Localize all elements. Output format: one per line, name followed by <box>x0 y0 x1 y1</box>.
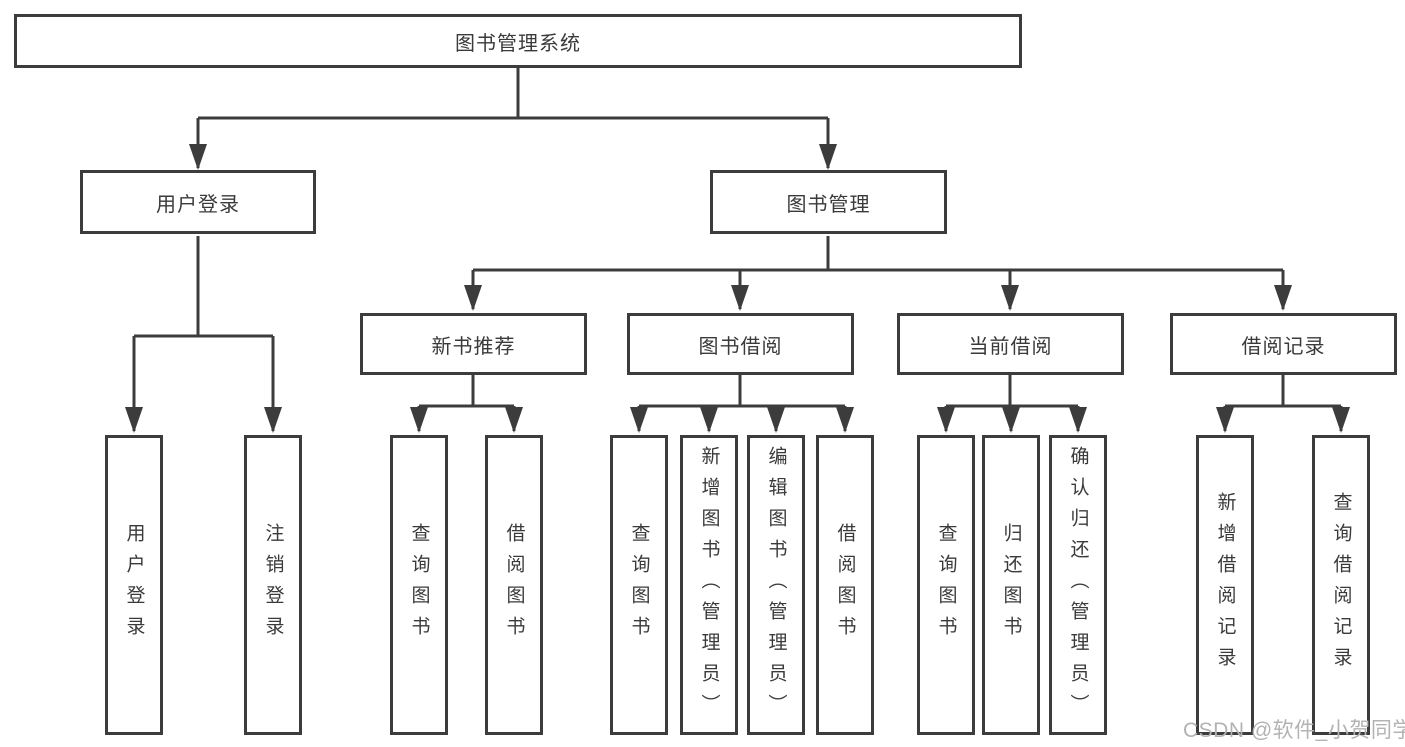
leaf-label: 注销登录 <box>262 523 284 647</box>
leaf-label: 查询图书 <box>628 523 650 647</box>
leaf-label: 用户登录 <box>123 523 145 647</box>
node-library-management-system: 图书管理系统 <box>14 14 1022 68</box>
leaf-query-books-current: 查询图书 <box>917 435 975 735</box>
leaf-label: 归还图书 <box>1000 523 1022 647</box>
leaf-label: 查询图书 <box>935 523 957 647</box>
leaf-return-books: 归还图书 <box>982 435 1040 735</box>
leaf-label: 借阅图书 <box>503 523 525 647</box>
leaf-label: 借阅图书 <box>834 523 856 647</box>
csdn-watermark: CSDN @软件_小贺同学 <box>1183 719 1405 742</box>
node-book-management: 图书管理 <box>710 170 947 234</box>
leaf-label: 查询图书 <box>408 523 430 647</box>
leaf-logout: 注销登录 <box>244 435 302 735</box>
node-user-login: 用户登录 <box>80 170 316 234</box>
leaf-label: 新增图书（管理员） <box>698 445 720 725</box>
leaf-borrow-books: 借阅图书 <box>816 435 874 735</box>
arrowheads <box>125 144 1350 433</box>
node-borrowing-records: 借阅记录 <box>1170 313 1397 375</box>
leaf-label: 新增借阅记录 <box>1214 492 1236 678</box>
leaf-edit-books-admin: 编辑图书（管理员） <box>747 435 805 735</box>
node-book-borrowing: 图书借阅 <box>627 313 854 375</box>
node-current-borrowing: 当前借阅 <box>897 313 1124 375</box>
node-new-book-recommendation: 新书推荐 <box>360 313 587 375</box>
leaf-label: 编辑图书（管理员） <box>765 445 787 725</box>
leaf-label: 确认归还（管理员） <box>1067 445 1089 725</box>
leaf-query-books-recommend: 查询图书 <box>390 435 448 735</box>
leaf-query-books-borrowing: 查询图书 <box>610 435 668 735</box>
leaf-add-books-admin: 新增图书（管理员） <box>680 435 738 735</box>
leaf-label: 查询借阅记录 <box>1330 492 1352 678</box>
leaf-user-login: 用户登录 <box>105 435 163 735</box>
leaf-confirm-return-admin: 确认归还（管理员） <box>1049 435 1107 735</box>
leaf-borrow-books-recommend: 借阅图书 <box>485 435 543 735</box>
leaf-query-borrow-record: 查询借阅记录 <box>1312 435 1370 735</box>
leaf-add-borrow-record: 新增借阅记录 <box>1196 435 1254 735</box>
